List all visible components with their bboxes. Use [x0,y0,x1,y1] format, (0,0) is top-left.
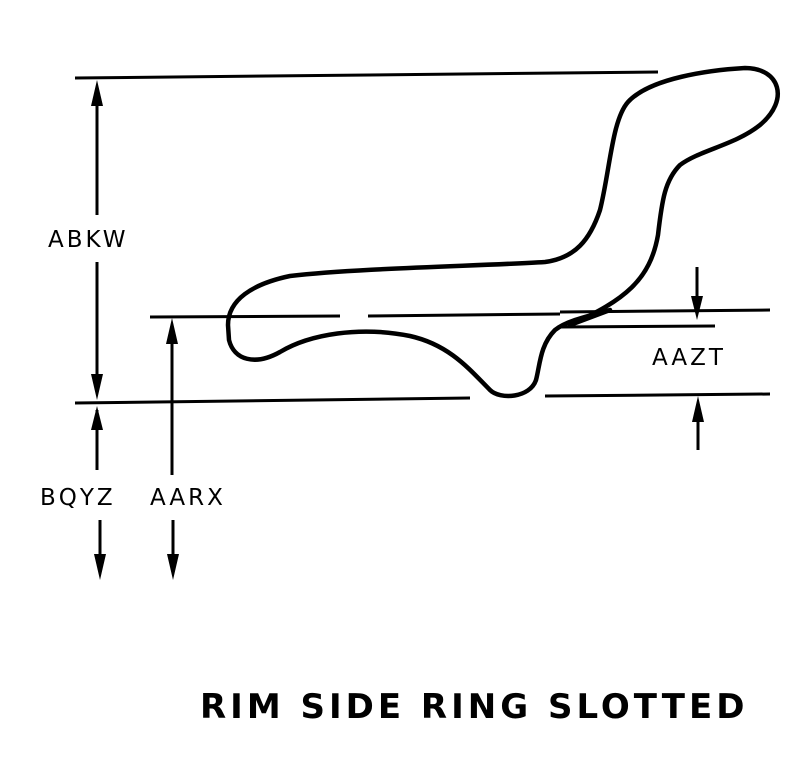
aazt-lower-extension [559,324,716,329]
aazt-arrow-up [692,396,704,422]
abkw-arrow-up [91,80,103,106]
bqyz-arrow-down [94,554,106,580]
bqyz-arrow-up [91,406,103,430]
bottom-extension-line-left [74,396,471,405]
middle-reference-line-right [559,308,771,314]
bottom-extension-line-right [544,392,771,398]
rim-side-ring-profile [225,65,780,399]
aazt-label: AAZT [652,345,726,371]
diagram-title: RIM SIDE RING SLOTTED [200,687,748,727]
aarx-arrow-down [167,554,179,580]
aarx-arrow-up [166,318,178,344]
middle-reference-line-dash [367,312,561,318]
bqyz-label: BQYZ [40,485,116,511]
aazt-arrow-down [691,296,703,320]
abkw-arrow-down [91,374,103,400]
aarx-label: AARX [150,485,226,511]
top-extension-line [74,70,659,80]
middle-reference-line-left [149,314,341,319]
abkw-label: ABKW [48,227,129,253]
